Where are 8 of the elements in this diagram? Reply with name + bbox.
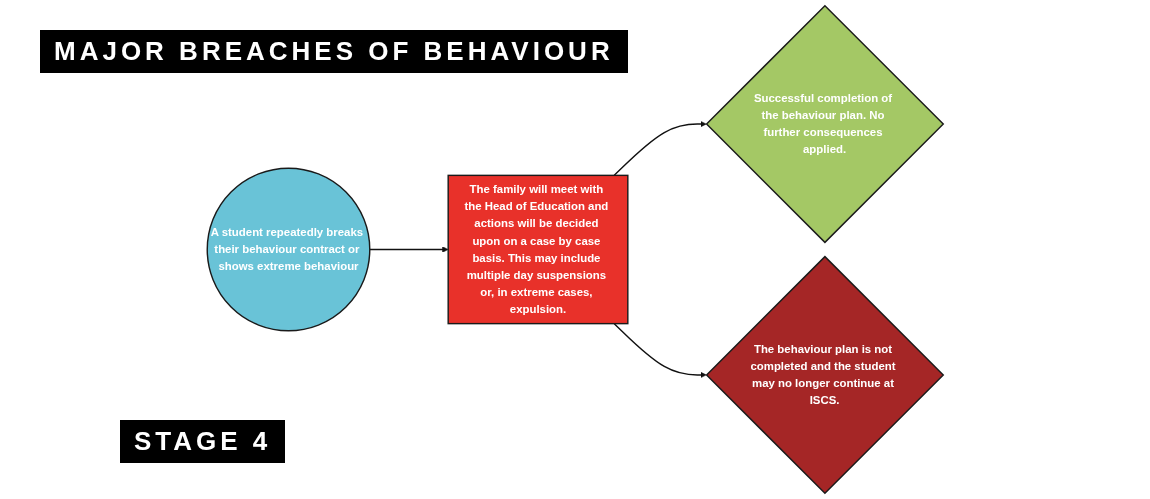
stage-banner: STAGE 4 [120,420,286,463]
arrow [613,120,707,177]
node-box: The family will meet with the Head of Education and actions will be decided upon on a case by case basis. This may include multiple day suspensions or, in extreme cases, expulsion. [447,174,629,325]
node-diamond: Successful completion of the behaviour plan. No further consequences applied. [705,4,945,244]
node-diamond: The behaviour plan is not completed and the student may no longer continue at ISCS. [705,255,945,495]
title-banner: MAJOR BREACHES OF BEHAVIOUR [40,30,628,73]
arrow [613,322,707,379]
node-circle: A student repeatedly breaks their behaviour contract or shows extreme behaviour [206,167,371,332]
